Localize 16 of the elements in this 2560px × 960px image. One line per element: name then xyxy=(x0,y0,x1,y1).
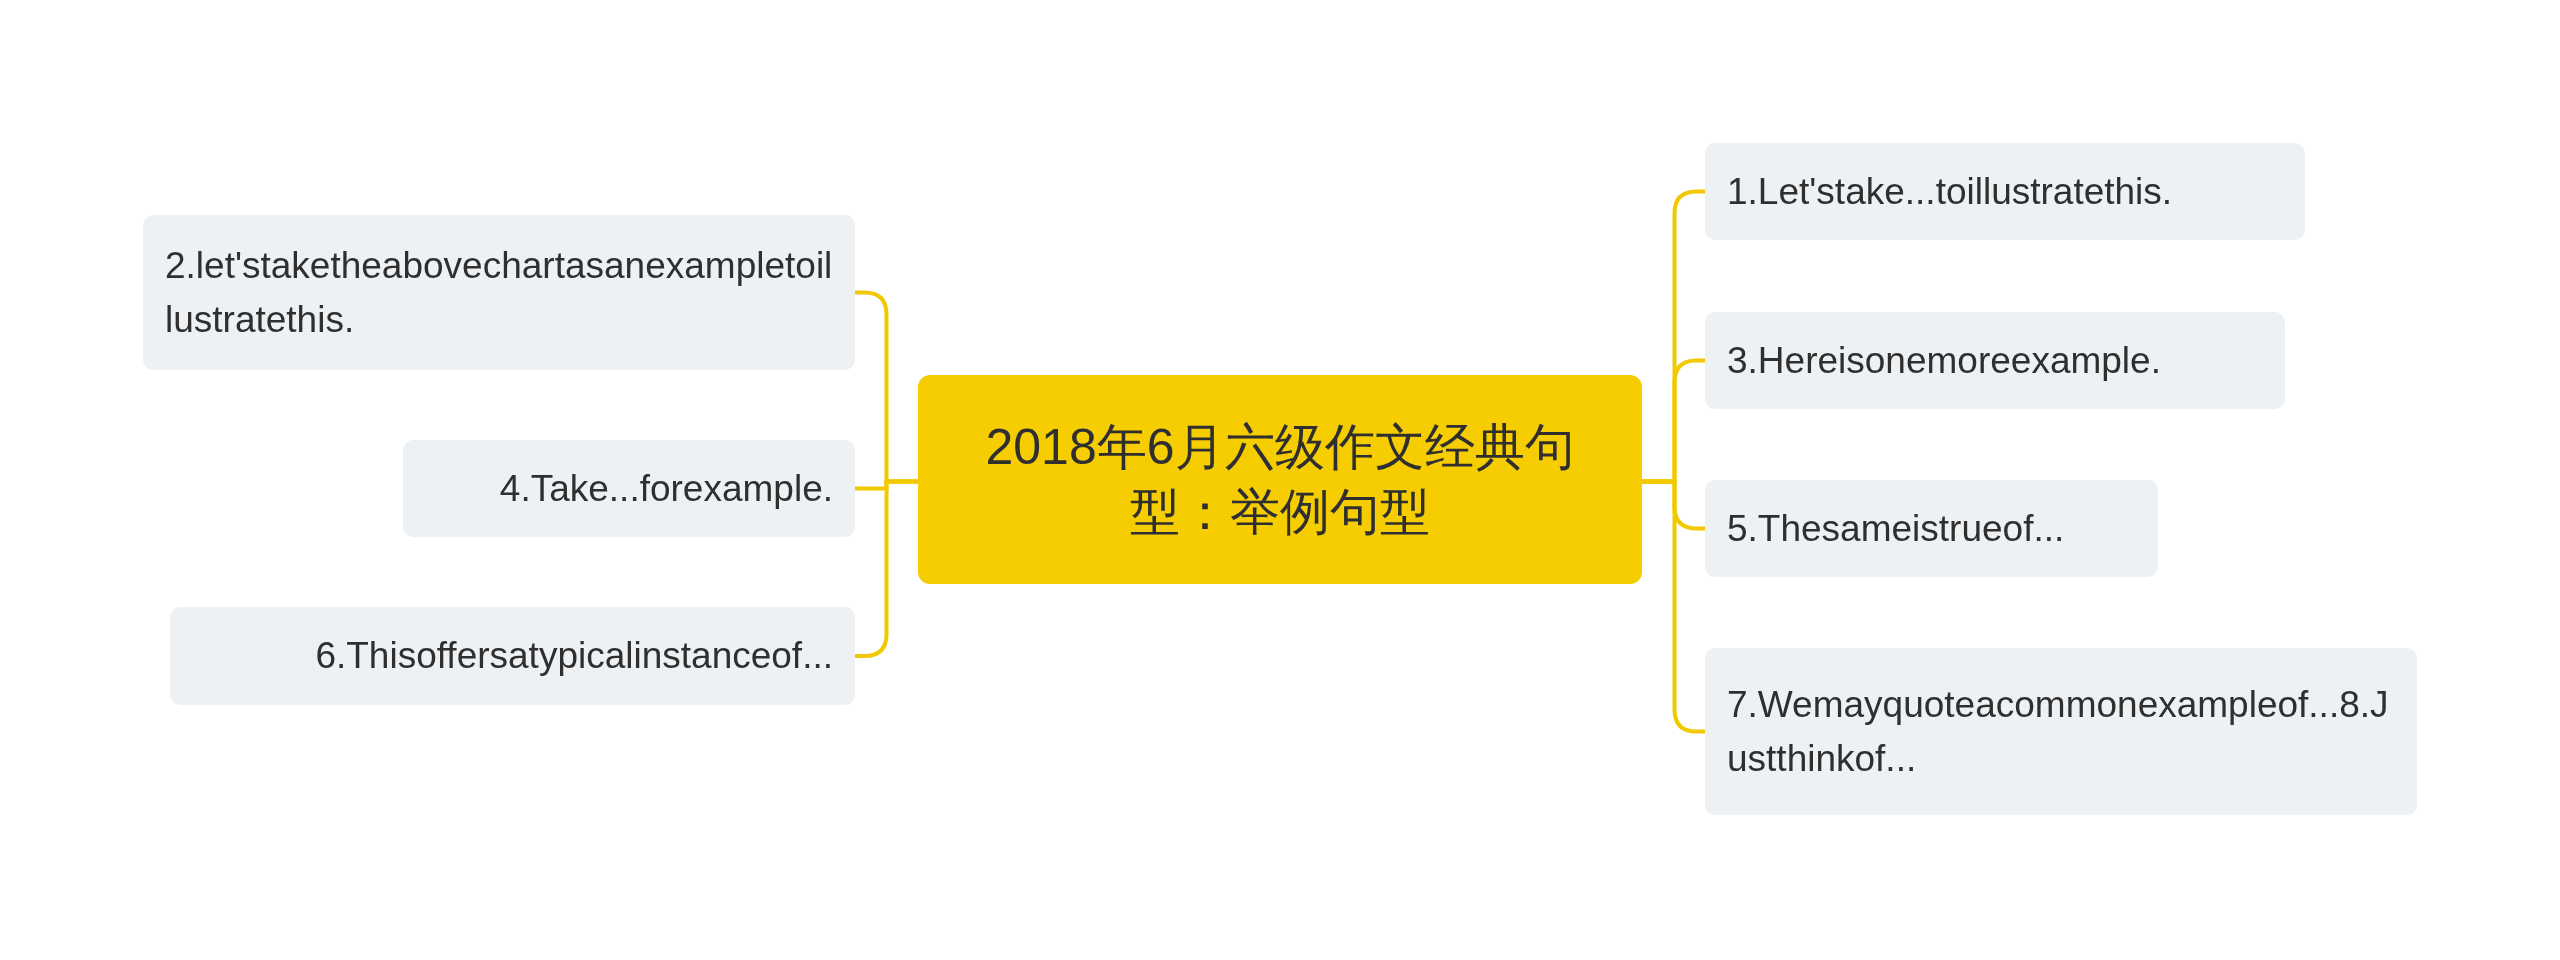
topic-box xyxy=(1705,480,2158,577)
topic-box xyxy=(143,215,855,370)
topic-text: 2.let'staketheabovechartasanexampletoillustratethis. xyxy=(165,243,833,342)
central-topic-box xyxy=(918,375,1642,584)
topic-box xyxy=(1705,312,2285,409)
topic-text: 3.Hereisonemoreexample. xyxy=(1727,338,2161,383)
topic-box xyxy=(403,440,855,537)
topic-text: 5.Thesameistrueof... xyxy=(1727,506,2065,551)
topic-box xyxy=(1705,648,2417,815)
topic-text: 6.Thisoffersatypicalinstanceof... xyxy=(315,634,833,679)
topic-box xyxy=(170,607,855,705)
topic-text: 7.Wemayquoteacommonexampleof...8.Justthinkof... xyxy=(1727,682,2390,781)
topic-text: 4.Take...forexample. xyxy=(499,466,833,511)
topic-text: 1.Let'stake...toillustratethis. xyxy=(1727,169,2173,214)
topic-box xyxy=(1705,143,2305,240)
topic-text: 2018年6月六级作文经典句型：举例句型 xyxy=(984,417,1576,542)
